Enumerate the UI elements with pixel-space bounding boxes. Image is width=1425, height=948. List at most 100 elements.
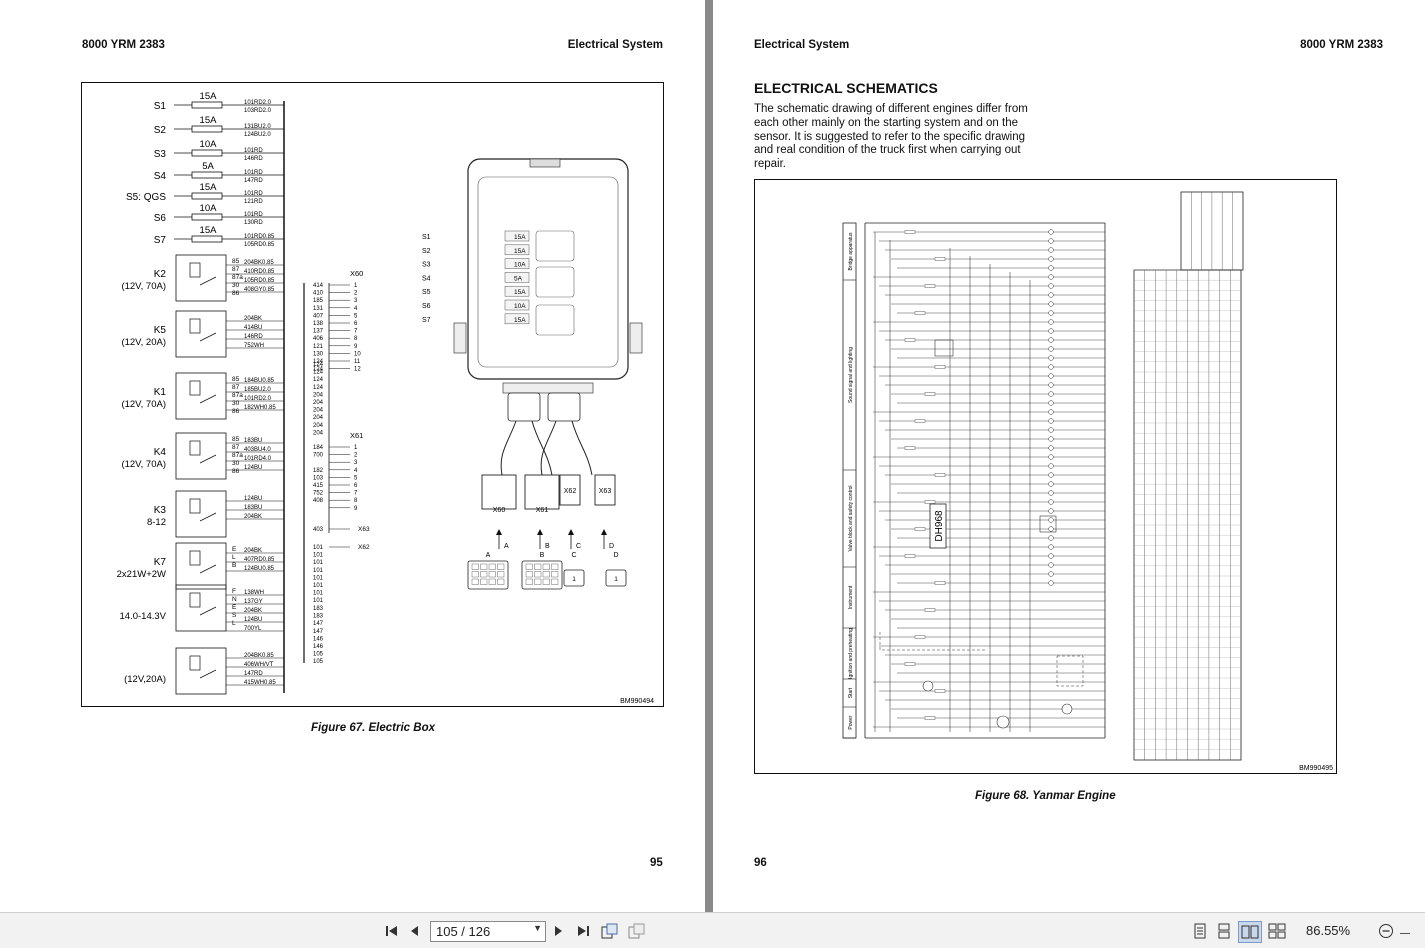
- relay-box: [175, 584, 227, 632]
- relay-pin: B: [232, 562, 236, 569]
- wire-label: 101: [313, 591, 324, 597]
- zoom-out-icon[interactable]: [1376, 921, 1396, 941]
- connector-label: X60: [493, 507, 506, 514]
- continuous-facing-view-icon[interactable]: [1267, 921, 1287, 941]
- box-fuse-rating: 15A: [514, 289, 526, 296]
- fuse-rating: 15A: [200, 91, 218, 102]
- relay-pin: 87a: [232, 392, 243, 399]
- box-fuse-rating: 10A: [514, 262, 526, 269]
- wire-label: 183BU: [244, 505, 262, 511]
- relay-pin: F: [232, 588, 236, 595]
- relay-pin: 86: [232, 408, 240, 415]
- connector-pin: 3: [354, 298, 358, 304]
- fuse-id: S2: [154, 125, 167, 136]
- connector-pin: 6: [354, 321, 358, 327]
- relay-box: [175, 647, 227, 695]
- figure-68-caption: Figure 68. Yanmar Engine: [975, 790, 1116, 802]
- relay-box: [175, 372, 227, 420]
- continuous-view-icon[interactable]: [1214, 921, 1234, 941]
- wire-label: 124BU: [244, 465, 262, 471]
- go-forward-view-icon[interactable]: [627, 921, 647, 941]
- relay-spec: (12V, 20A): [121, 337, 166, 348]
- page-dropdown-icon[interactable]: ▼: [533, 923, 542, 933]
- wire-label: 185BU2.0: [244, 387, 271, 393]
- wire-label: 410RD0.85: [244, 269, 275, 275]
- section-title: ELECTRICAL SCHEMATICS: [754, 80, 938, 96]
- fuse-symbol: [191, 192, 223, 200]
- connector-label: X61: [536, 507, 549, 514]
- view-letter: B: [540, 552, 545, 559]
- connector-pin: 8: [354, 336, 358, 342]
- relay-box: [175, 254, 227, 302]
- connector-face: [605, 569, 627, 587]
- fuse-rating: 10A: [200, 203, 218, 214]
- wire-label: 204: [313, 430, 324, 436]
- wire-label: 131BU2.0: [244, 124, 271, 130]
- facing-view-icon[interactable]: [1238, 921, 1262, 943]
- zoom-level[interactable]: 86.55%: [1306, 923, 1351, 938]
- last-page-icon[interactable]: [573, 921, 593, 941]
- wire-label: 124BU: [244, 496, 262, 502]
- relay-id: K3: [154, 505, 167, 516]
- wire-label: 183: [313, 606, 324, 612]
- box-fuse-rating: 10A: [514, 303, 526, 310]
- relay-id: K7: [154, 557, 167, 568]
- schematic-section-label: Valve block and safety control: [848, 485, 854, 551]
- wire-label: 183BU: [244, 438, 262, 444]
- single-page-view-icon[interactable]: [1190, 921, 1210, 941]
- wire-label: 700: [313, 453, 324, 459]
- wire-label: 147: [313, 629, 324, 635]
- wire-label: 121RD: [244, 199, 263, 205]
- next-page-icon[interactable]: [548, 921, 568, 941]
- wire-label: 105RD0.85: [244, 242, 275, 248]
- schematic-section-label: Bridge apparatus: [848, 232, 854, 271]
- fuse-symbol: [191, 213, 223, 221]
- page-number-95: 95: [650, 857, 663, 869]
- view-letter: C: [571, 552, 576, 559]
- dh968-component: DH968: [934, 510, 945, 542]
- wire-label: 101RD2.0: [244, 100, 272, 106]
- connector-pin: 1: [572, 576, 576, 583]
- wire-label: 124: [313, 362, 324, 368]
- page-number-field[interactable]: 105 / 126 ▼: [430, 921, 546, 942]
- first-page-icon[interactable]: [382, 921, 402, 941]
- wire-label: 101: [313, 560, 324, 566]
- relay-pin: 85: [232, 436, 240, 443]
- connector-pin: 4: [354, 468, 358, 474]
- box-fuse-rating: 15A: [514, 234, 526, 241]
- relay-box: [175, 432, 227, 480]
- wire-label: 407: [313, 313, 324, 319]
- previous-page-icon[interactable]: [405, 921, 425, 941]
- relay-box: [175, 490, 227, 538]
- box-fuse-label: S7: [422, 317, 431, 324]
- arrow-letter: D: [609, 543, 614, 550]
- wire-label: 101: [313, 598, 324, 604]
- wire-label: 105: [313, 659, 324, 665]
- wire-label: 103: [313, 475, 324, 481]
- wire-label: 410: [313, 291, 324, 297]
- wire-label: 137GY: [244, 599, 263, 605]
- page-number-value[interactable]: 105 / 126: [436, 924, 491, 939]
- wire-label: 204: [313, 415, 324, 421]
- wire-label: 184BU0.85: [244, 378, 275, 384]
- wire-label: 101: [313, 545, 324, 551]
- wire-label: 105RD0.85: [244, 278, 275, 284]
- relay-pin: 87a: [232, 274, 243, 281]
- connector-pin: 7: [354, 491, 358, 497]
- wire-label: 124BU2.0: [244, 132, 271, 138]
- relay-pin: E: [232, 604, 237, 611]
- connector-pin: 3: [354, 460, 358, 466]
- zoom-slider-track[interactable]: [1400, 933, 1410, 934]
- fuse-rating: 5A: [202, 161, 214, 172]
- wire-label: 124: [313, 359, 324, 365]
- relay-id: K5: [154, 325, 167, 336]
- relay-spec: 8-12: [147, 517, 166, 528]
- wire-label: 184: [313, 445, 324, 451]
- connector-pin: 1: [354, 445, 358, 451]
- wire-label: 101: [313, 583, 324, 589]
- relay-pin: 87: [232, 384, 240, 391]
- wire-label: 204BK: [244, 514, 262, 520]
- wire-label: 183: [313, 614, 324, 620]
- go-back-view-icon[interactable]: [600, 921, 620, 941]
